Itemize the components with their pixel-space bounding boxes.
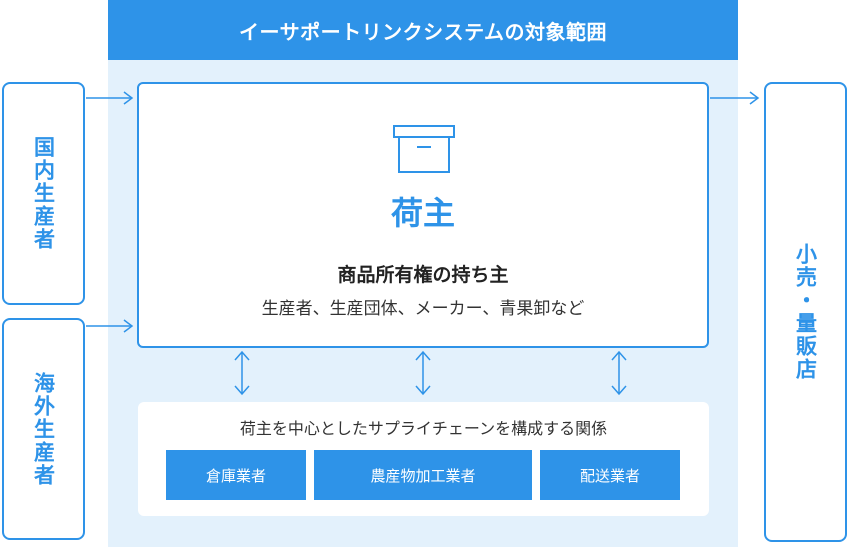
bidirectional-arrow [611, 350, 627, 396]
delivery-operator-chip: 配送業者 [540, 450, 680, 500]
overseas-to-shipper-arrow [86, 319, 134, 333]
warehouse-operator-chip: 倉庫業者 [166, 450, 306, 500]
scope-title: イーサポートリンクシステムの対象範囲 [108, 0, 738, 60]
shipper-box: 荷主 商品所有権の持ち主 生産者、生産団体、メーカー、青果卸など [137, 82, 709, 348]
shipper-title: 荷主 [390, 194, 455, 232]
ownership-heading: 商品所有権の持ち主 [337, 264, 509, 286]
supply-chain-relations-panel: 荷主を中心としたサプライチェーンを構成する関係 倉庫業者 農産物加工業者 配送業… [138, 402, 709, 516]
box-icon [393, 125, 455, 173]
bidirectional-arrow [234, 350, 250, 396]
bidirectional-arrow [415, 350, 431, 396]
overseas-producers-box: 海外生産者 [2, 318, 85, 540]
domestic-to-shipper-arrow [86, 91, 134, 105]
domestic-producers-box: 国内生産者 [2, 82, 85, 305]
retail-box: 小売・量販店 [764, 82, 847, 542]
produce-processor-chip: 農産物加工業者 [314, 450, 532, 500]
shipper-examples: 生産者、生産団体、メーカー、青果卸など [261, 299, 585, 319]
shipper-to-retail-arrow [710, 91, 760, 105]
relations-heading: 荷主を中心としたサプライチェーンを構成する関係 [239, 419, 608, 438]
